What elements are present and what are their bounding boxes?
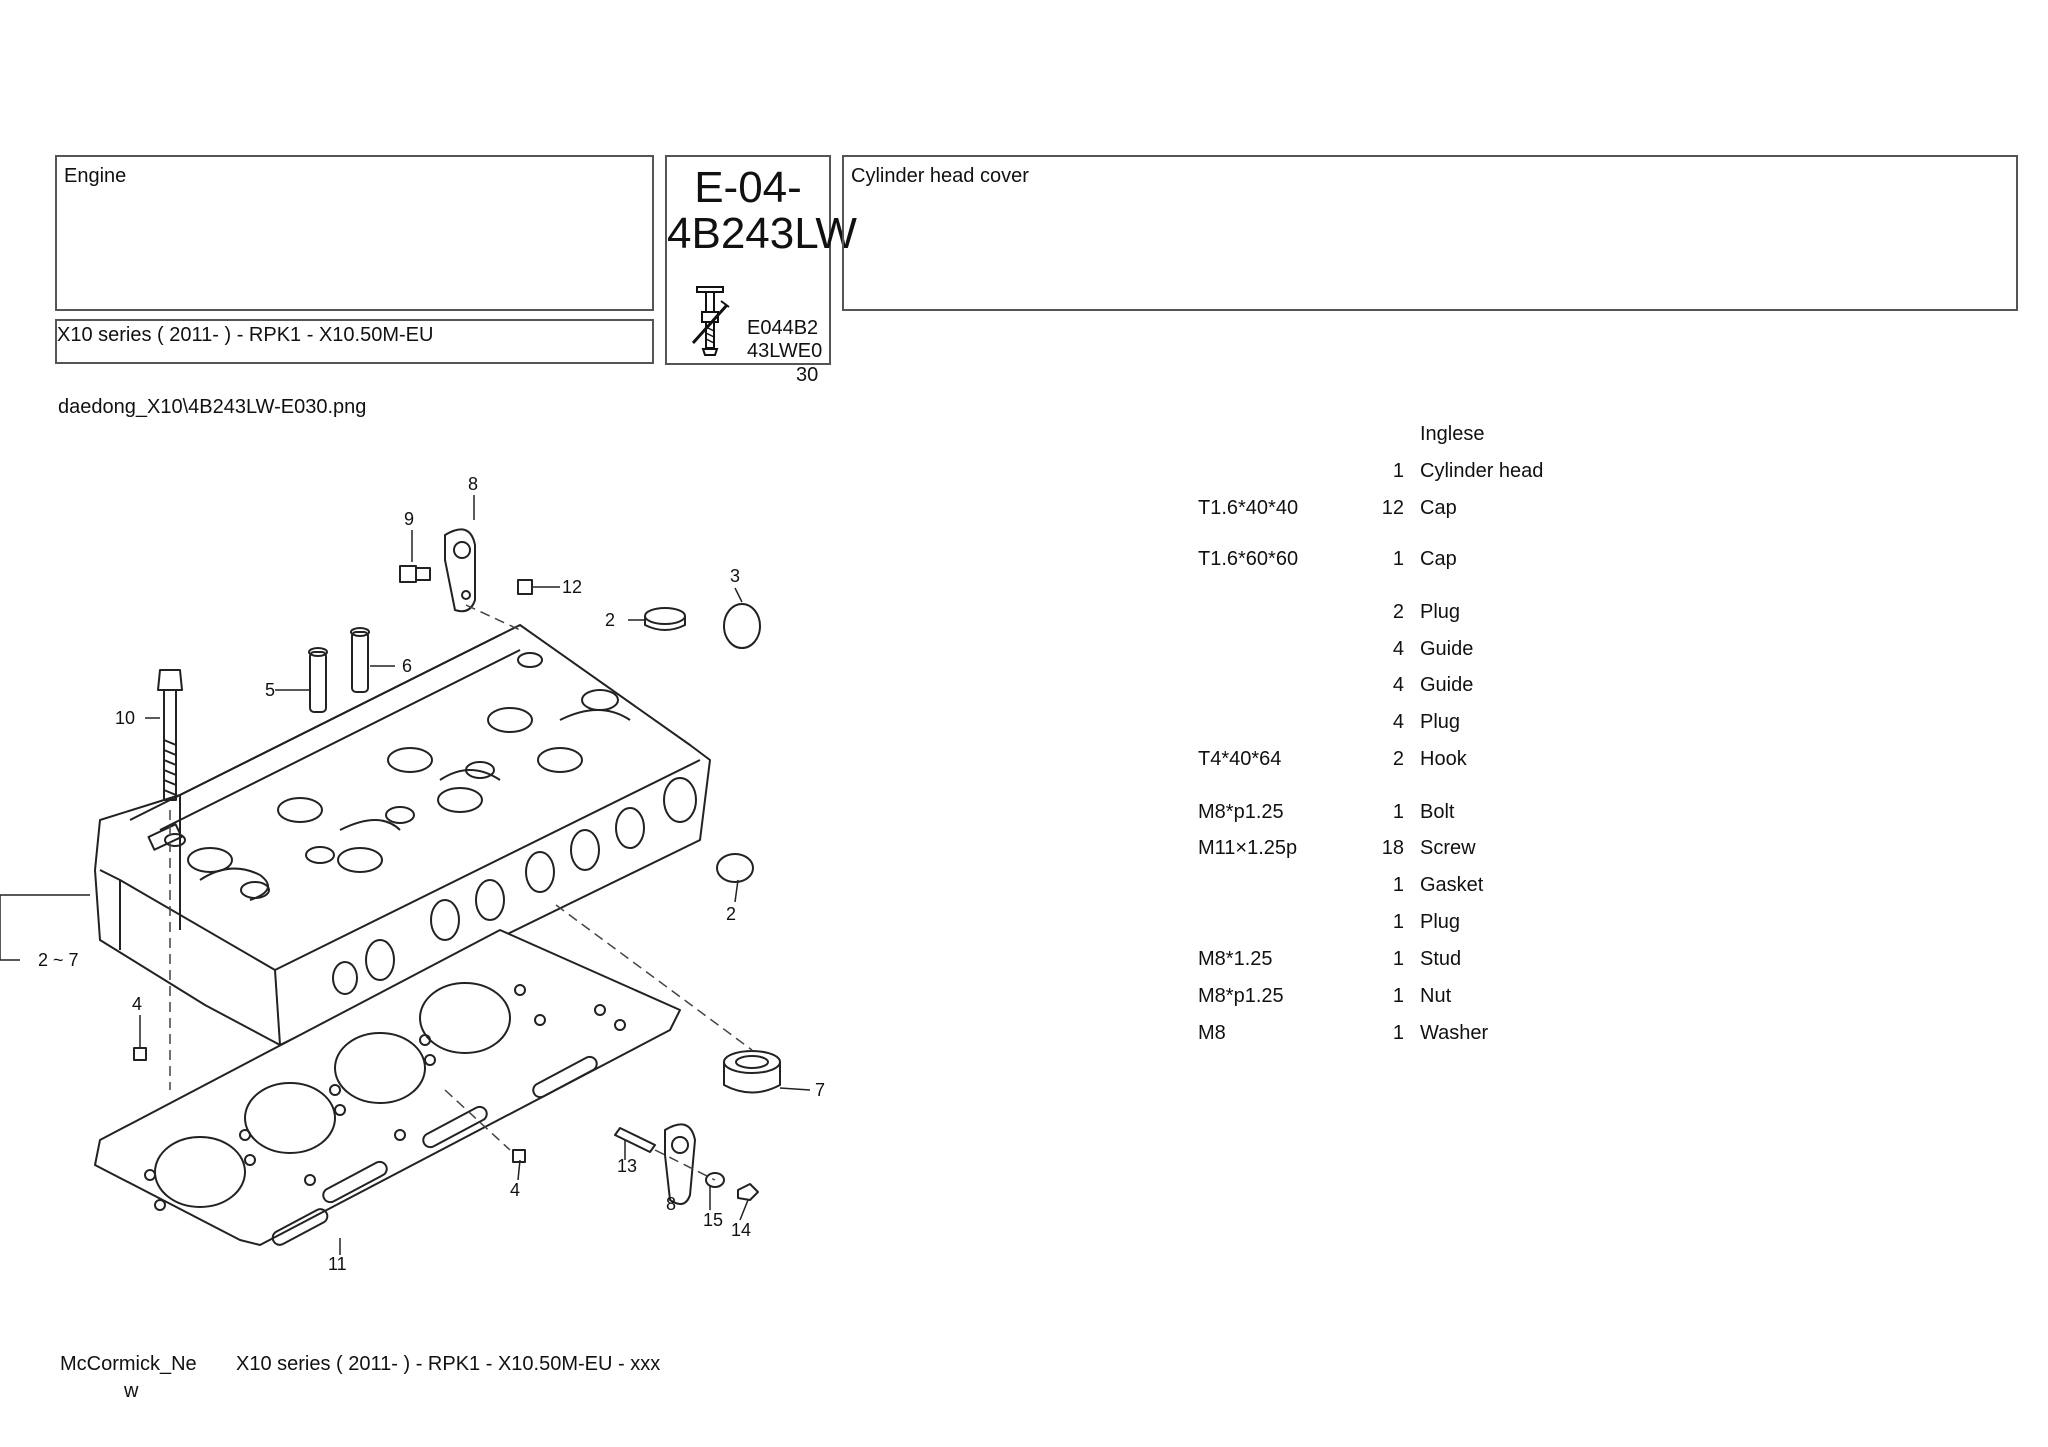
callout-label: 4 [510, 1180, 520, 1200]
part-desc: Plug [1420, 911, 1461, 933]
part-code: T1.6*60*60 [1198, 548, 1299, 570]
callout-label: 3 [730, 566, 740, 586]
part-desc: Guide [1420, 674, 1474, 696]
part-desc: Bolt [1420, 801, 1455, 823]
cylinder-head-drawing [94, 624, 711, 1046]
part-code: M8*p1.25 [1198, 801, 1284, 823]
image-filename: daedong_X10\4B243LW-E030.png [58, 396, 367, 418]
part-desc: Cap [1420, 497, 1457, 519]
exploded-parts-diagram: 8 9 12 3 2 6 5 10 2 2 ~ 7 4 7 13 4 8 15 … [0, 474, 825, 1274]
part-desc: Stud [1420, 948, 1462, 970]
callout-label: 14 [731, 1220, 751, 1240]
footer-series: X10 series ( 2011- ) - RPK1 - X10.50M-EU… [236, 1353, 661, 1375]
part-desc: Gasket [1420, 874, 1484, 896]
part-desc: Guide [1420, 638, 1474, 660]
callout-label: 10 [115, 708, 135, 728]
part-code: M8*p1.25 [1198, 985, 1284, 1007]
callout-label: 13 [617, 1156, 637, 1176]
part-qty: 4 [1392, 674, 1404, 696]
part-qty: 1 [1392, 460, 1404, 482]
part-qty: 2 [1392, 748, 1404, 770]
callout-label: 8 [468, 474, 478, 494]
footer-brand: McCormick_Ne [60, 1353, 197, 1375]
series-box: X10 series ( 2011- ) - RPK1 - X10.50M-EU [55, 319, 654, 364]
part-code: T4*40*64 [1198, 748, 1282, 770]
small-plug-drawing [133, 1047, 147, 1061]
part-qty: 1 [1392, 985, 1404, 1007]
valve-guide-drawing [308, 627, 370, 713]
page-number: 30 [796, 364, 819, 386]
part-desc: Plug [1420, 711, 1461, 733]
part-qty: 1 [1392, 801, 1404, 823]
nut-drawing [737, 1183, 759, 1201]
small-bolt-drawing [399, 565, 431, 583]
series-title: X10 series ( 2011- ) - RPK1 - X10.50M-EU [57, 324, 434, 346]
category-title: Engine [64, 165, 127, 187]
description-title: Cylinder head cover [851, 165, 1029, 187]
part-qty: 4 [1392, 638, 1404, 660]
page-code-small: E044B2 43LWE0 [747, 317, 823, 362]
description-box: Cylinder head cover [842, 155, 2018, 311]
page-code: E-04-4B243LW [667, 163, 857, 258]
callout-label: 5 [265, 680, 275, 700]
head-gasket-drawing [94, 929, 681, 1246]
part-desc: Plug [1420, 601, 1461, 623]
hook-drawing [444, 528, 696, 1205]
part-qty: 1 [1392, 911, 1404, 933]
bolt-drawing [157, 669, 183, 801]
cap-drawing [644, 607, 686, 625]
part-qty: 1 [1392, 874, 1404, 896]
part-qty: 2 [1392, 601, 1404, 623]
washer-drawing [705, 1172, 725, 1188]
part-qty: 18 [1381, 837, 1404, 859]
callout-label: 4 [132, 994, 142, 1014]
large-plug-drawing [723, 1050, 781, 1074]
part-desc: Hook [1420, 748, 1467, 770]
callout-label: 9 [404, 509, 414, 529]
callout-label: 11 [328, 1254, 347, 1274]
part-code: M8 [1198, 1022, 1226, 1044]
callout-label: 2 ~ 7 [38, 950, 79, 970]
part-qty: 1 [1392, 1022, 1404, 1044]
part-qty: 1 [1392, 948, 1404, 970]
part-desc: Cap [1420, 548, 1457, 570]
part-code: M11×1.25p [1198, 837, 1298, 859]
part-desc: Washer [1420, 1022, 1489, 1044]
callout-label: 6 [402, 656, 412, 676]
part-qty: 4 [1392, 711, 1404, 733]
part-desc: Nut [1420, 985, 1452, 1007]
stud-drawing [614, 1127, 656, 1153]
callout-label: 2 [726, 904, 736, 924]
callout-label: 12 [562, 577, 582, 597]
part-qty: 12 [1381, 497, 1404, 519]
footer-brand-continued: w [124, 1380, 139, 1402]
callout-label: 7 [815, 1080, 825, 1100]
part-desc: Screw [1420, 837, 1476, 859]
torque-wrench-icon [691, 286, 730, 356]
callout-label: 15 [703, 1210, 723, 1230]
part-desc: Cylinder head [1420, 460, 1544, 482]
part-code: T1.6*40*40 [1198, 497, 1299, 519]
plug-drawing [517, 579, 533, 595]
part-code: M8*1.25 [1198, 948, 1273, 970]
part-qty: 1 [1392, 548, 1404, 570]
category-box: Engine [55, 155, 654, 311]
language-header: Inglese [1420, 423, 1485, 445]
code-box: E-04-4B243LW E044B2 43LWE0 [665, 155, 857, 365]
callout-label: 2 [605, 610, 615, 630]
callout-label: 8 [666, 1194, 676, 1214]
